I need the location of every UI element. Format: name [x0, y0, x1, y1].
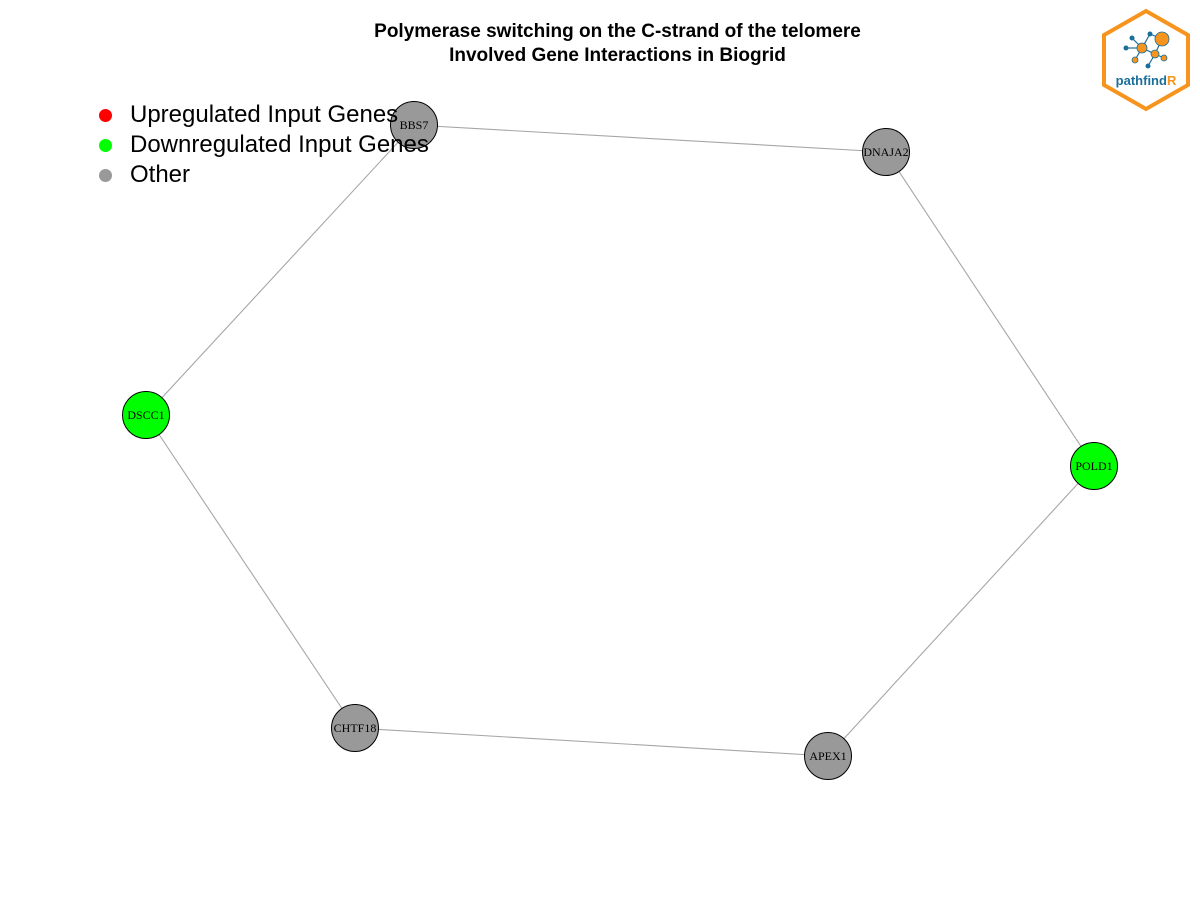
node-circle-chtf18[interactable]: [331, 704, 379, 752]
svg-text:pathfindR: pathfindR: [1116, 73, 1177, 88]
edge-dnaja2-pold1: [885, 151, 1095, 467]
legend-dot-upregulated: [99, 108, 112, 122]
title-line-1: Polymerase switching on the C-strand of …: [374, 21, 861, 42]
legend-dot-other: [99, 168, 112, 182]
node-pold1[interactable]: POLD1: [1070, 442, 1118, 490]
node-chtf18[interactable]: CHTF18: [331, 704, 379, 752]
legend-label-other: Other: [130, 161, 191, 188]
node-label-dscc1: DSCC1: [127, 408, 164, 422]
legend-label-upregulated: Upregulated Input Genes: [130, 101, 399, 128]
node-apex1[interactable]: APEX1: [804, 732, 852, 780]
node-label-chtf18: CHTF18: [334, 721, 377, 735]
node-circle-bbs7[interactable]: [390, 101, 438, 149]
edges-layer: [145, 124, 1095, 757]
node-label-dnaja2: DNAJA2: [863, 145, 908, 159]
node-circle-apex1[interactable]: [804, 732, 852, 780]
node-label-pold1: POLD1: [1075, 459, 1112, 473]
node-dnaja2[interactable]: DNAJA2: [862, 128, 910, 176]
legend-item-upregulated: Upregulated Input Genes: [96, 100, 429, 130]
node-bbs7[interactable]: BBS7: [390, 101, 438, 149]
legend-item-downregulated: Downregulated Input Genes: [96, 130, 429, 160]
legend-dot-downregulated: [99, 138, 112, 152]
node-label-bbs7: BBS7: [400, 118, 429, 132]
node-label-apex1: APEX1: [809, 749, 846, 763]
logo-text-accent: R: [1167, 73, 1177, 88]
legend-item-other: Other: [96, 160, 429, 190]
node-dscc1[interactable]: DSCC1: [122, 391, 170, 439]
chart-title: Polymerase switching on the C-strand of …: [0, 20, 1200, 68]
edge-chtf18-dscc1: [145, 414, 356, 729]
node-circle-dscc1[interactable]: [122, 391, 170, 439]
legend-label-downregulated: Downregulated Input Genes: [130, 131, 429, 158]
node-circle-dnaja2[interactable]: [862, 128, 910, 176]
pathfindr-logo: pathfindR: [1100, 8, 1192, 117]
edge-dscc1-bbs7: [145, 124, 415, 416]
pathfindr-hexagon-icon: pathfindR: [1102, 8, 1190, 112]
title-line-2: Involved Gene Interactions in Biogrid: [449, 45, 786, 66]
logo-text-main: pathfind: [1116, 73, 1167, 88]
edge-apex1-chtf18: [354, 727, 829, 757]
legend: Upregulated Input Genes Downregulated In…: [96, 100, 429, 190]
node-circle-pold1[interactable]: [1070, 442, 1118, 490]
edge-pold1-apex1: [827, 465, 1095, 757]
edge-bbs7-dnaja2: [413, 124, 887, 153]
